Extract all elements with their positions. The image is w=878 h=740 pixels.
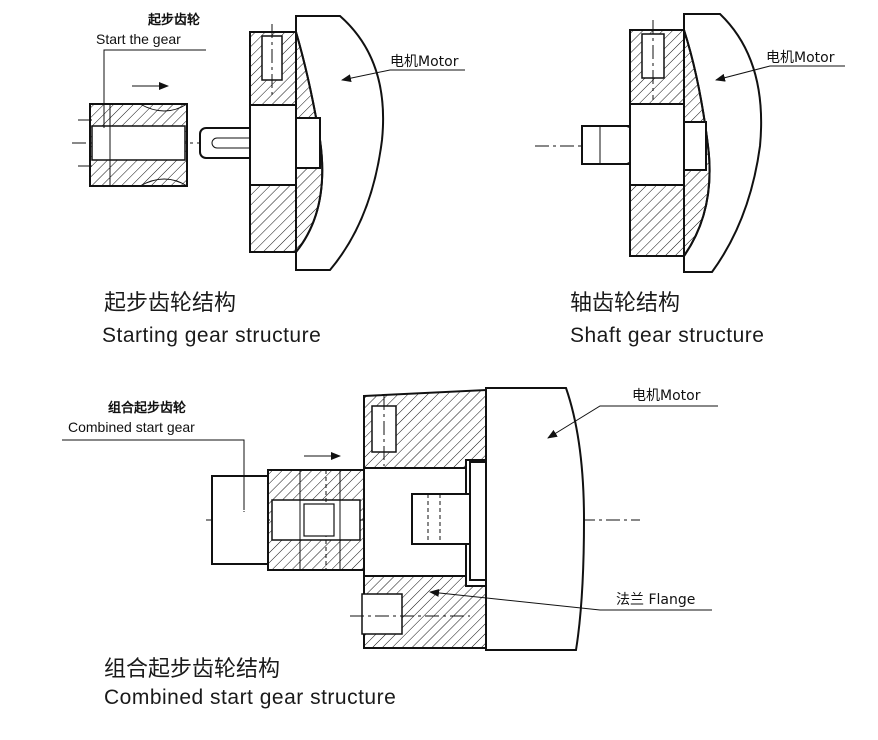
- starting-gear-label-cn: 起步齿轮: [147, 12, 200, 28]
- starting-motor-label: 电机Motor: [390, 54, 459, 70]
- starting-gear-diagram: [72, 15, 465, 271]
- combined-gear-label-en: Combined start gear: [68, 419, 195, 435]
- shaft-caption-cn: 轴齿轮结构: [570, 291, 680, 316]
- starting-caption-en: Starting gear structure: [102, 324, 321, 347]
- combined-caption-en: Combined start gear structure: [104, 686, 396, 709]
- shaft-caption-en: Shaft gear structure: [570, 324, 764, 347]
- flange-label: 法兰 Flange: [616, 592, 695, 608]
- combined-gear-diagram: [62, 387, 718, 651]
- combined-gear-label-cn: 组合起步齿轮: [108, 400, 186, 416]
- shaft-gear-diagram: [535, 13, 845, 273]
- starting-caption-cn: 起步齿轮结构: [104, 291, 236, 316]
- combined-motor-label: 电机Motor: [632, 388, 701, 404]
- shaft-motor-label: 电机Motor: [766, 50, 835, 66]
- starting-gear-label-en: Start the gear: [96, 31, 181, 47]
- combined-caption-cn: 组合起步齿轮结构: [104, 657, 280, 682]
